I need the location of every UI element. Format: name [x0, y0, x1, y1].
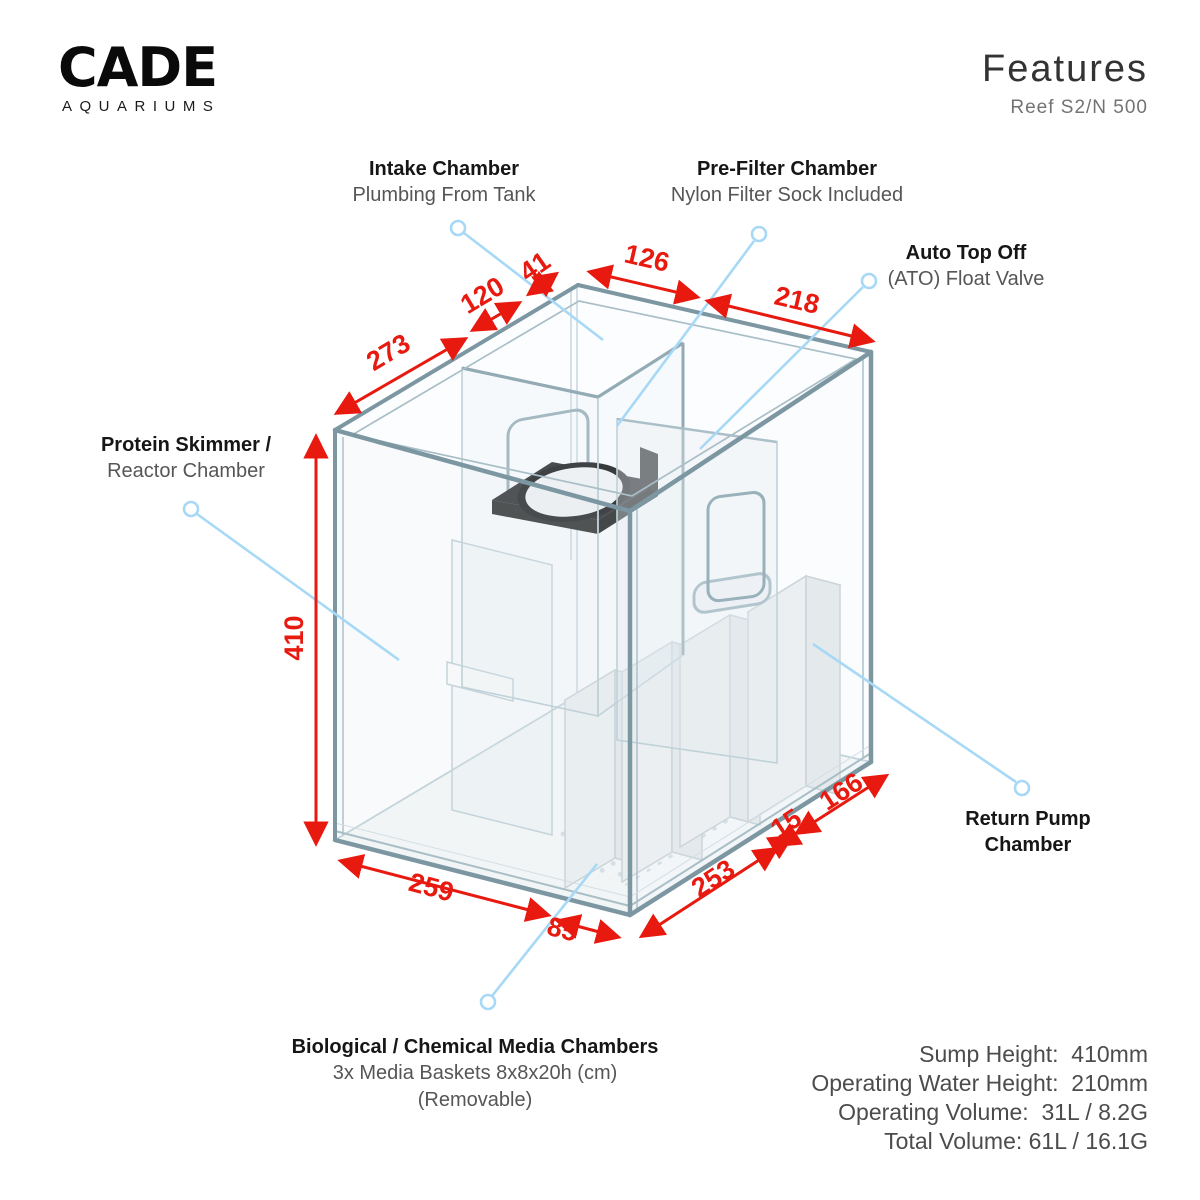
- page-header: Features Reef S2/N 500: [982, 48, 1148, 119]
- prefilter-subtitle: Nylon Filter Sock Included: [670, 184, 904, 206]
- baffle-handle-right: [706, 490, 766, 603]
- return-pump-subtitle: Chamber: [984, 834, 1072, 856]
- intake-chamber-panes: [461, 341, 685, 718]
- spec-operating-water-height: Operating Water Height: 210mm: [811, 1070, 1148, 1096]
- brand-tagline: AQUARIUMS: [62, 98, 221, 115]
- leader-return-pump: [812, 642, 1031, 797]
- leader-prefilter: [615, 225, 768, 427]
- dim-line-259: [337, 854, 552, 922]
- dim-410: 410: [279, 615, 309, 660]
- leader-bio: [479, 863, 599, 1011]
- prefilter-pane-edge: [616, 417, 778, 444]
- return-pump-body: [446, 661, 514, 702]
- callout-skimmer: Protein Skimmer / Reactor Chamber: [36, 432, 336, 485]
- spec-list: Sump Height: 410mm Operating Water Heigh…: [811, 1040, 1148, 1156]
- dim-line-41: [525, 270, 560, 298]
- dim-line-85: [554, 914, 622, 944]
- dim-126: 126: [622, 239, 673, 278]
- dim-line-218: [704, 293, 876, 349]
- ato-title: Auto Top Off: [905, 242, 1027, 264]
- callout-bio: Biological / Chemical Media Chambers 3x …: [255, 1034, 695, 1114]
- intake-title: Intake Chamber: [368, 158, 520, 180]
- bio-subtitle: 3x Media Baskets 8x8x20h (cm): [332, 1062, 618, 1084]
- callout-prefilter: Pre-Filter Chamber Nylon Filter Sock Inc…: [637, 156, 937, 209]
- basket-rim-hook: [692, 572, 772, 614]
- skimmer-title: Protein Skimmer /: [100, 434, 272, 456]
- spec-sump-height: Sump Height: 410mm: [919, 1041, 1148, 1067]
- ato-subtitle: (ATO) Float Valve: [887, 268, 1045, 290]
- spec-operating-volume: Operating Volume: 31L / 8.2G: [838, 1099, 1148, 1125]
- dimensions: [303, 264, 890, 944]
- prefilter-title: Pre-Filter Chamber: [696, 158, 878, 180]
- brand-name: CADE: [58, 36, 218, 99]
- dim-218: 218: [772, 281, 823, 320]
- return-pump-title: Return Pump: [965, 808, 1091, 830]
- callout-intake: Intake Chamber Plumbing From Tank: [294, 156, 594, 209]
- dim-line-273: [333, 337, 469, 415]
- skimmer-subtitle: Reactor Chamber: [107, 460, 265, 482]
- page-subtitle: Reef S2/N 500: [1010, 97, 1148, 118]
- dim-line-120: [469, 301, 523, 332]
- page-title: Features: [982, 48, 1148, 90]
- dim-line-166: [793, 773, 890, 836]
- callout-ato: Auto Top Off (ATO) Float Valve: [816, 240, 1116, 293]
- bio-title: Biological / Chemical Media Chambers: [291, 1036, 659, 1058]
- brand-logo: CADE AQUARIUMS: [58, 36, 318, 116]
- spec-total-volume: Total Volume: 61L / 16.1G: [884, 1128, 1148, 1154]
- dimension-labels: 273 120 41 126 218 410 259 85 253 15 166: [279, 239, 868, 948]
- dim-line-253: [638, 846, 780, 939]
- callout-return-pump: Return Pump Chamber: [878, 806, 1178, 858]
- dim-line-126: [586, 264, 701, 305]
- dim-line-15: [765, 822, 804, 860]
- dim-259: 259: [406, 867, 457, 908]
- leader-skimmer: [182, 500, 400, 662]
- dim-41: 41: [514, 246, 556, 288]
- intake-subtitle: Plumbing From Tank: [352, 184, 536, 206]
- bio-note: (Removable): [417, 1089, 533, 1111]
- dim-273: 273: [361, 328, 415, 377]
- dim-85: 85: [544, 911, 581, 948]
